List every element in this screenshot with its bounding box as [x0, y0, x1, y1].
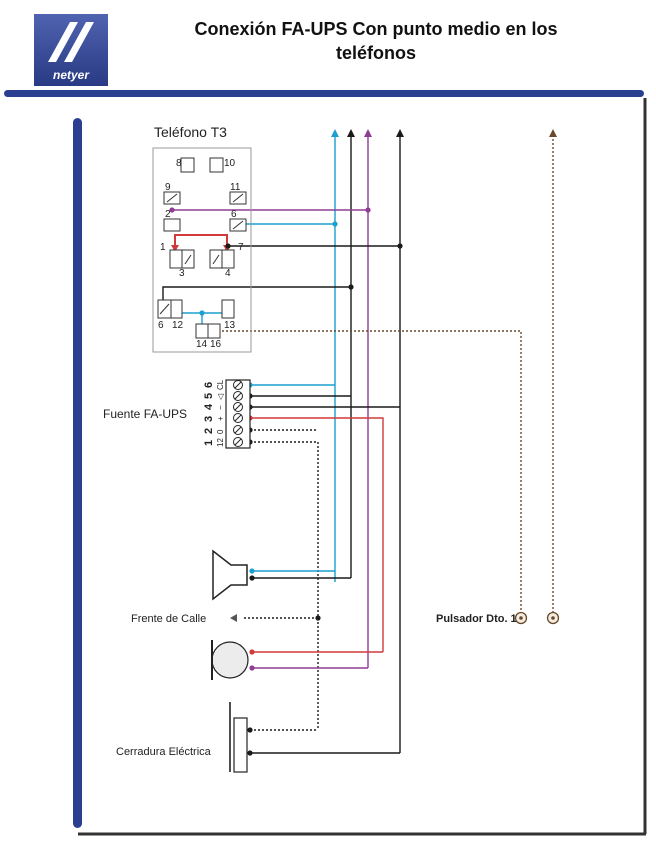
phone-title: Teléfono T3: [154, 124, 227, 140]
page-title-line2: teléfonos: [336, 43, 416, 63]
terminal-block-7: [221, 249, 235, 269]
terminal-block-16: [207, 323, 221, 339]
junction-dots: [160, 207, 403, 756]
street-panel-label: Frente de Calle: [131, 613, 206, 625]
terminal-block-14: [195, 323, 209, 339]
wire-12-dotted: [250, 441, 319, 730]
label-t7: 7: [238, 242, 244, 253]
wire-plus-red: [250, 417, 384, 652]
door-lock-icon: [229, 702, 248, 773]
push-button-terminal-1: [514, 611, 528, 625]
terminal-block-13: [221, 299, 235, 319]
power-number-1: 1: [203, 440, 215, 446]
terminal-block-2: [163, 218, 181, 232]
page-title-line1: Conexión FA-UPS Con punto medio en los: [195, 19, 558, 39]
label-t8: 8: [176, 158, 182, 169]
red-jumper-wire: [174, 234, 228, 249]
speaker-icon: [212, 549, 248, 601]
bus-arrow-heads: [331, 129, 557, 137]
label-t12: 12: [172, 320, 184, 331]
phone-t3: Teléfono T3 8 10: [152, 124, 252, 353]
street-panel-arrow-icon: [230, 614, 237, 622]
label-t13: 13: [224, 320, 236, 331]
header-divider: [4, 90, 644, 97]
power-number-2: 2: [203, 428, 215, 434]
logo-text: netyer: [53, 68, 90, 82]
power-number-3: 3: [203, 416, 215, 422]
arrow-up-brown: [549, 129, 557, 137]
label-t4: 4: [225, 268, 231, 279]
power-symbol-cl: CL: [216, 379, 225, 390]
wire-t6b-black: [162, 286, 351, 305]
power-symbol-minus: −: [216, 405, 225, 410]
arrow-up-purple: [364, 129, 372, 137]
power-terminal-symbols: 12 0 + − ◁ CL: [216, 379, 225, 447]
power-supply: Fuente FA-UPS 1 2 3 4 5 6 12 0 + − ◁ CL: [103, 379, 251, 449]
label-t3: 3: [179, 268, 185, 279]
power-supply-title: Fuente FA-UPS: [103, 407, 187, 421]
power-number-4: 4: [203, 403, 215, 410]
microphone-icon: [211, 640, 249, 680]
label-t6a: 6: [231, 209, 237, 220]
label-t1: 1: [160, 242, 166, 253]
terminal-block-10: [209, 157, 224, 173]
jumper-arrow-left: [171, 245, 179, 252]
terminal-block-1: [169, 249, 183, 269]
power-number-5: 5: [203, 393, 215, 399]
label-t9: 9: [165, 182, 171, 193]
label-t6b: 6: [158, 320, 164, 331]
push-button-terminal-2: [546, 611, 560, 625]
label-t16: 16: [210, 339, 222, 350]
power-symbol-12: 12: [216, 438, 225, 447]
label-t10: 10: [224, 158, 236, 169]
label-t14: 14: [196, 339, 208, 350]
terminal-block-12: [170, 299, 183, 319]
label-t2: 2: [165, 209, 171, 220]
power-number-6: 6: [203, 382, 215, 388]
terminal-block-8: [180, 157, 195, 173]
door-lock-label: Cerradura Eléctrica: [116, 746, 212, 758]
arrow-up-black-b: [396, 129, 404, 137]
company-logo: netyer: [34, 14, 108, 86]
phone-terminal-board: [152, 147, 252, 353]
label-t11: 11: [230, 182, 241, 193]
arrow-up-cyan: [331, 129, 339, 137]
wires: [162, 135, 554, 754]
arrow-up-black-a: [347, 129, 355, 137]
power-terminal-screws: [233, 380, 243, 447]
power-symbol-0: 0: [216, 429, 225, 434]
power-symbol-sound: ◁: [216, 393, 225, 400]
terminal-screws: [159, 193, 244, 315]
left-accent-bar: [73, 118, 82, 828]
push-button-label: Pulsador Dto. 1: [436, 613, 517, 625]
power-terminal-numbers: 1 2 3 4 5 6: [203, 382, 215, 446]
power-symbol-plus: +: [216, 416, 225, 421]
